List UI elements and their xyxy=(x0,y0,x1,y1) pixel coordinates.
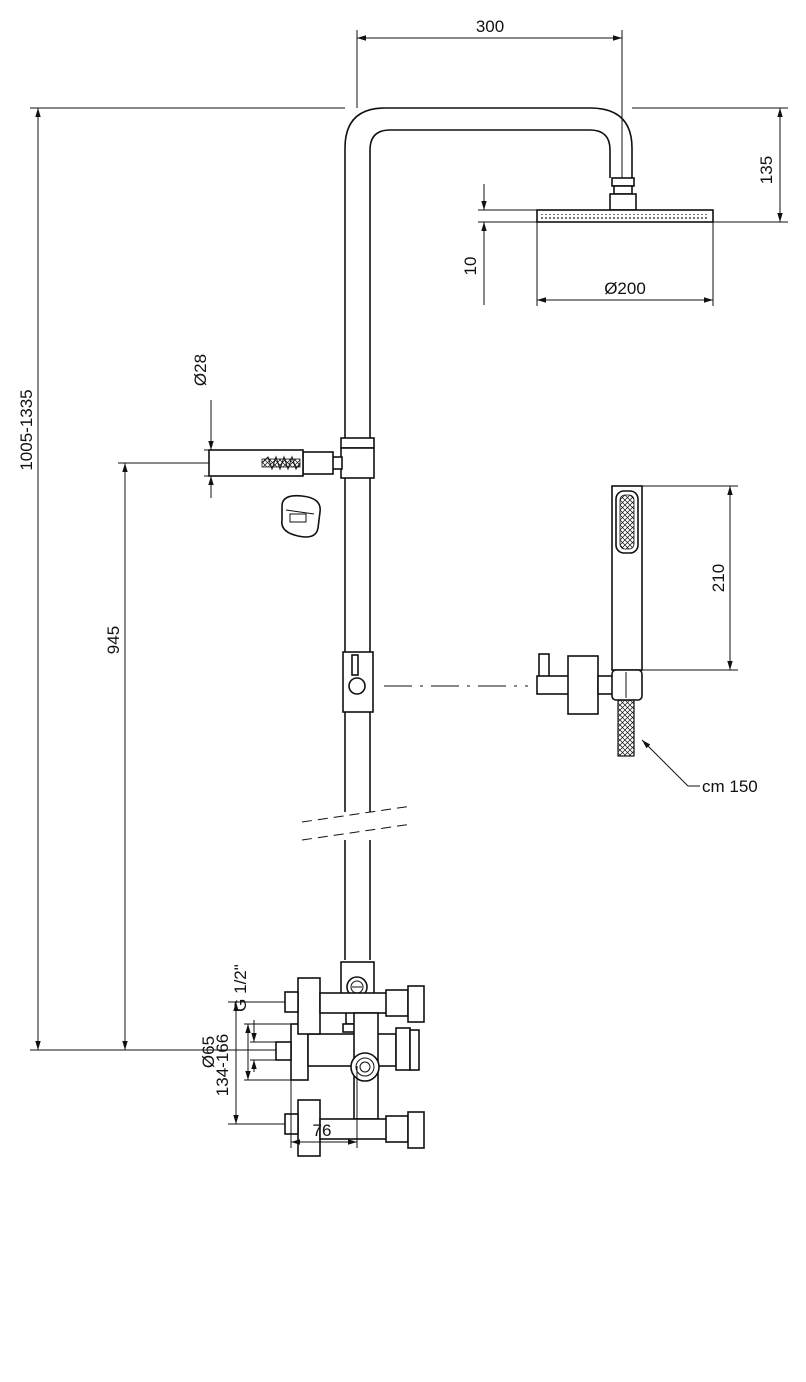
sliding-holder xyxy=(342,651,374,713)
dimension-label-outlet-height: 945 xyxy=(104,626,123,654)
aerator-part xyxy=(281,494,321,538)
dimension-label-centre-distance: 134-166 xyxy=(213,1034,232,1096)
dimension-label-head-drop: 135 xyxy=(757,156,776,184)
dimension-centre-distance: 134-166 xyxy=(213,1001,285,1125)
upper-slider-bracket xyxy=(208,437,375,479)
dimension-connection-thread: G 1/2" xyxy=(231,964,276,1072)
dimension-label-handshower-length: 210 xyxy=(709,564,728,592)
dimension-label-flange-diameter: Ø65 xyxy=(199,1036,218,1068)
dimension-wall-offset: 76 xyxy=(290,1066,358,1148)
holder-side-view xyxy=(536,653,617,715)
dimension-label-holder-diameter: Ø28 xyxy=(191,354,210,386)
dimension-label-hose-length: cm 150 xyxy=(702,777,758,796)
dimension-head-drop: 135 xyxy=(632,107,788,223)
dimension-label-connection-thread: G 1/2" xyxy=(231,964,250,1012)
mixer-body xyxy=(275,1023,420,1081)
shower-head xyxy=(536,177,714,223)
dimension-outlet-height: 945 xyxy=(104,462,209,1050)
dimension-label-arm-length: 300 xyxy=(476,17,504,36)
dimension-handshower-length: 210 xyxy=(642,485,738,671)
dimension-arm-length: 300 xyxy=(356,17,623,178)
dimension-hose-length: cm 150 xyxy=(641,739,758,796)
dimension-label-wall-offset: 76 xyxy=(313,1121,332,1140)
dimension-label-total-height: 1005-1335 xyxy=(17,389,36,470)
hand-shower xyxy=(611,485,643,757)
dimension-head-thickness: 10 xyxy=(461,184,537,305)
dimension-label-head-thickness: 10 xyxy=(461,257,480,276)
dimension-total-height: 1005-1335 xyxy=(17,107,345,1051)
pipe-break-symbol xyxy=(301,805,413,841)
dimension-flange-diameter: Ø65 xyxy=(199,1023,291,1081)
dimension-holder-diameter: Ø28 xyxy=(191,354,262,498)
riser-pipe xyxy=(344,107,633,960)
dimension-label-head-diameter: Ø200 xyxy=(604,279,646,298)
dimension-head-diameter: Ø200 xyxy=(536,222,714,306)
